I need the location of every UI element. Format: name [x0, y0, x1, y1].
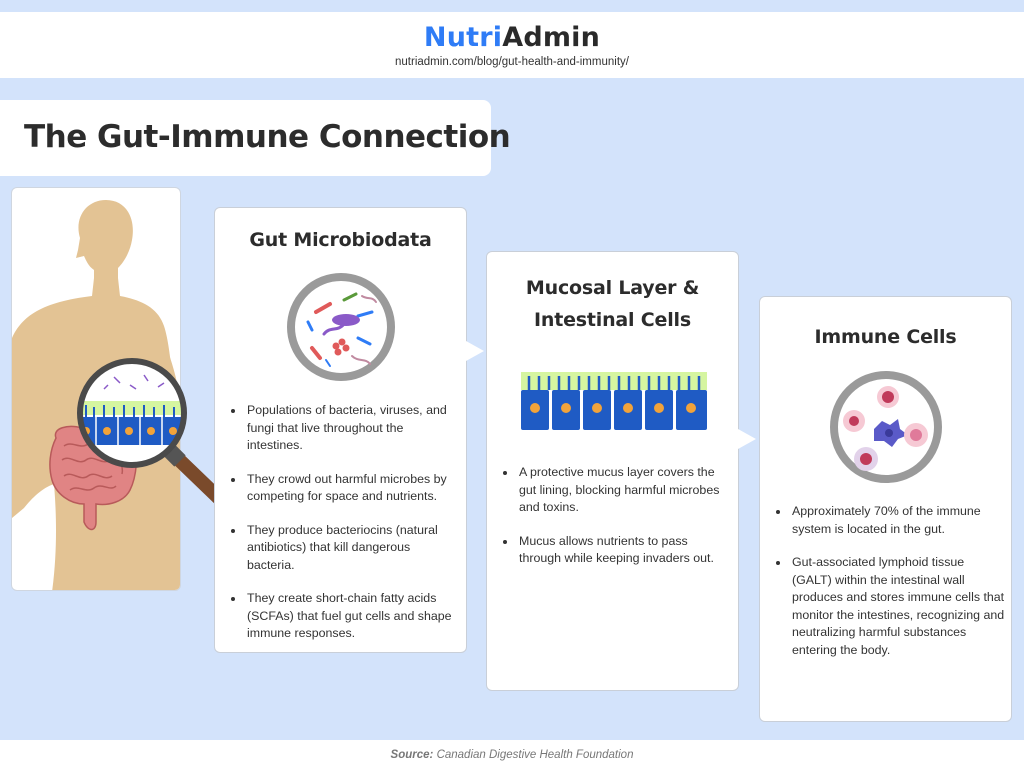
mucosal-layer-card: Mucosal Layer & Intestinal Cells A prote…	[486, 251, 739, 691]
immune-cells-title: Immune Cells	[814, 326, 957, 348]
microbiota-circle-icon	[287, 273, 395, 381]
source-value: Canadian Digestive Health Foundation	[436, 749, 634, 761]
list-item: Approximately 70% of the immune system i…	[774, 503, 1006, 538]
magnifying-glass-icon	[77, 358, 233, 512]
brand-logo[interactable]: NutriAdmin	[0, 21, 1024, 55]
mucosal-title-line2: Intestinal Cells	[534, 309, 691, 331]
immune-cells-circle-icon	[830, 371, 942, 483]
gut-microbiota-list: Populations of bacteria, viruses, and fu…	[229, 402, 461, 659]
header: NutriAdmin nutriadmin.com/blog/gut-healt…	[0, 12, 1024, 78]
list-item: They produce bacteriocins (natural antib…	[229, 522, 461, 575]
source-label: Source:	[390, 749, 434, 761]
arrow-card1-to-card2	[466, 341, 484, 361]
title-box: The Gut-Immune Connection	[0, 100, 511, 176]
list-item: Gut-associated lymphoid tissue (GALT) wi…	[774, 554, 1006, 659]
intestinal-cells-icon	[521, 372, 707, 430]
list-item: They create short-chain fatty acids (SCF…	[229, 590, 461, 643]
page-title: The Gut-Immune Connection	[24, 119, 511, 155]
list-item: A protective mucus layer covers the gut …	[501, 464, 733, 517]
gut-microbiota-title: Gut Microbiodata	[249, 229, 432, 251]
arrow-card2-to-card3	[738, 429, 756, 449]
mucosal-layer-title: Mucosal Layer & Intestinal Cells	[487, 272, 738, 336]
mucosal-layer-list: A protective mucus layer covers the gut …	[501, 464, 733, 584]
page-url[interactable]: nutriadmin.com/blog/gut-health-and-immun…	[395, 56, 629, 68]
immune-cells-list: Approximately 70% of the immune system i…	[774, 503, 1006, 675]
list-item: Mucus allows nutrients to pass through w…	[501, 533, 733, 568]
gut-microbiota-card: Gut Microbiodata Populations of bacteria…	[214, 207, 467, 653]
immune-cells-card: Immune Cells Approximately 70% of the im…	[759, 296, 1012, 722]
list-item: Populations of bacteria, viruses, and fu…	[229, 402, 461, 455]
brand-part-1: Nutri	[423, 22, 503, 53]
list-item: They crowd out harmful microbes by compe…	[229, 471, 461, 506]
footer: Source: Canadian Digestive Health Founda…	[0, 740, 1024, 768]
mucosal-title-line1: Mucosal Layer &	[525, 277, 700, 299]
brand-part-2: Admin	[502, 22, 601, 53]
